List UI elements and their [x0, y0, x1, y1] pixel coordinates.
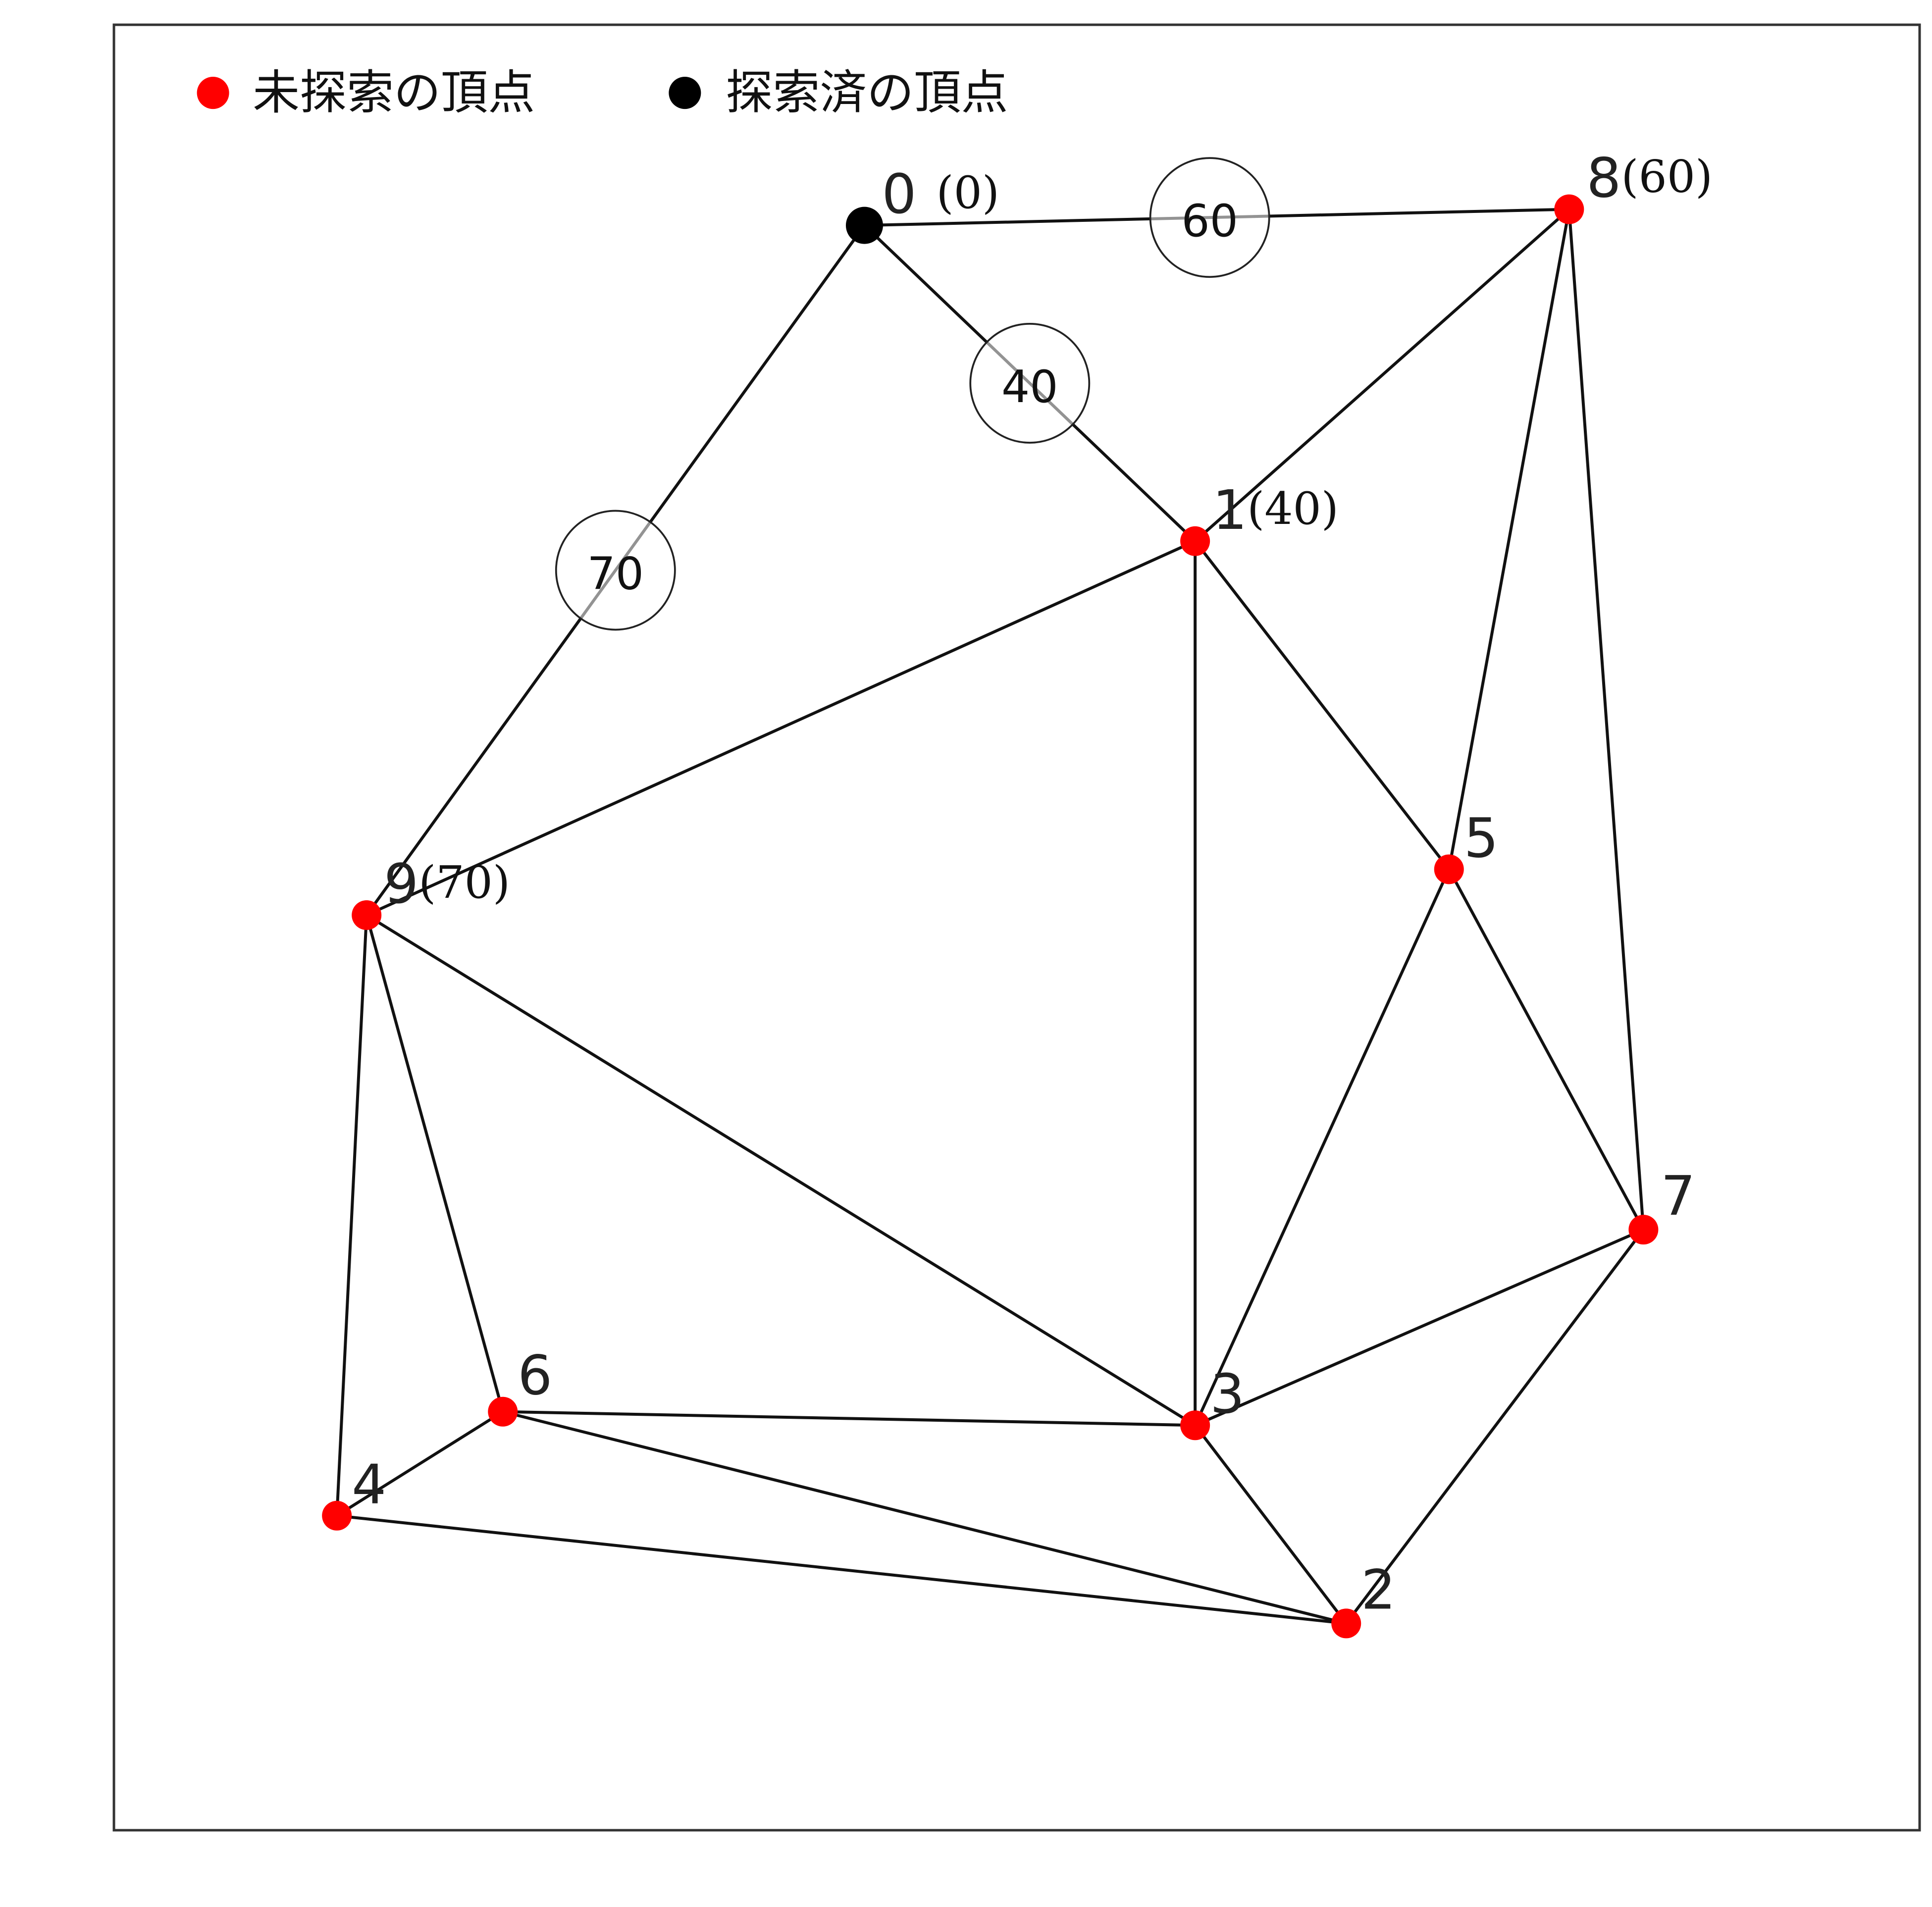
legend-unvisited-marker	[197, 77, 229, 109]
nodes-layer: 0 (0) 1(40) 2 3 4 5 6 7 8(60) 9(70)	[322, 147, 1713, 1639]
edge-weight-circle-0-8	[1149, 157, 1270, 278]
edge-weight-label-0-1: 40	[1001, 361, 1058, 413]
edge-8-7	[1567, 209, 1645, 1230]
edge-weights-layer: 60 40 70	[555, 157, 1270, 631]
node-2	[1331, 1608, 1361, 1639]
edge-6-2	[502, 1410, 1347, 1625]
edge-6-4	[336, 1410, 504, 1517]
edge-1-5	[1194, 540, 1451, 871]
node-label-3: 3	[1210, 1362, 1245, 1426]
node-1	[1180, 526, 1210, 556]
node-label-1: 1	[1212, 478, 1247, 542]
legend-unvisited-label: 未探索の頂点	[253, 66, 535, 120]
node-label-2: 2	[1361, 1558, 1396, 1621]
edge-1-9	[366, 540, 1196, 917]
node-distance-1: (40)	[1247, 483, 1339, 535]
edge-9-6	[365, 915, 505, 1412]
edge-weight-label-0-8: 60	[1181, 195, 1238, 247]
legend-visited-label: 探索済の頂点	[726, 66, 1008, 120]
edge-9-4	[335, 915, 368, 1516]
edge-weight-label-0-9: 70	[587, 548, 644, 600]
node-label-5: 5	[1464, 806, 1499, 870]
node-distance-0: (0)	[936, 167, 999, 219]
edge-5-7	[1448, 869, 1645, 1231]
legend: 未探索の頂点 探索済の頂点	[197, 66, 1008, 120]
edge-4-2	[336, 1514, 1347, 1625]
node-label-7: 7	[1661, 1164, 1695, 1228]
node-label-4: 4	[352, 1453, 386, 1516]
node-label-9: 9	[384, 852, 418, 916]
plot-frame	[112, 23, 1921, 1832]
edge-8-1	[1194, 208, 1570, 543]
node-distance-8: (60)	[1621, 151, 1713, 203]
node-6	[488, 1396, 518, 1427]
node-4	[322, 1500, 352, 1531]
node-5	[1434, 854, 1464, 884]
edges-layer	[335, 207, 1645, 1625]
node-label-8: 8	[1586, 147, 1621, 210]
node-0	[845, 206, 883, 244]
node-distance-9: (70)	[418, 857, 510, 909]
node-3	[1180, 1410, 1210, 1441]
legend-visited-marker	[669, 77, 701, 109]
node-7	[1628, 1215, 1659, 1245]
edge-9-3	[366, 914, 1196, 1427]
node-label-6: 6	[518, 1344, 552, 1407]
edge-weight-circle-0-9	[555, 510, 676, 631]
edge-5-3	[1194, 869, 1451, 1426]
node-8	[1554, 194, 1584, 224]
edge-7-2	[1345, 1229, 1645, 1625]
edge-3-2	[1194, 1424, 1348, 1625]
edge-7-3	[1194, 1228, 1644, 1427]
edge-8-5	[1447, 209, 1571, 870]
node-9	[352, 900, 382, 930]
node-label-0: 0	[882, 162, 916, 226]
edge-6-3	[503, 1410, 1196, 1427]
edge-weight-circle-0-1	[969, 323, 1091, 444]
